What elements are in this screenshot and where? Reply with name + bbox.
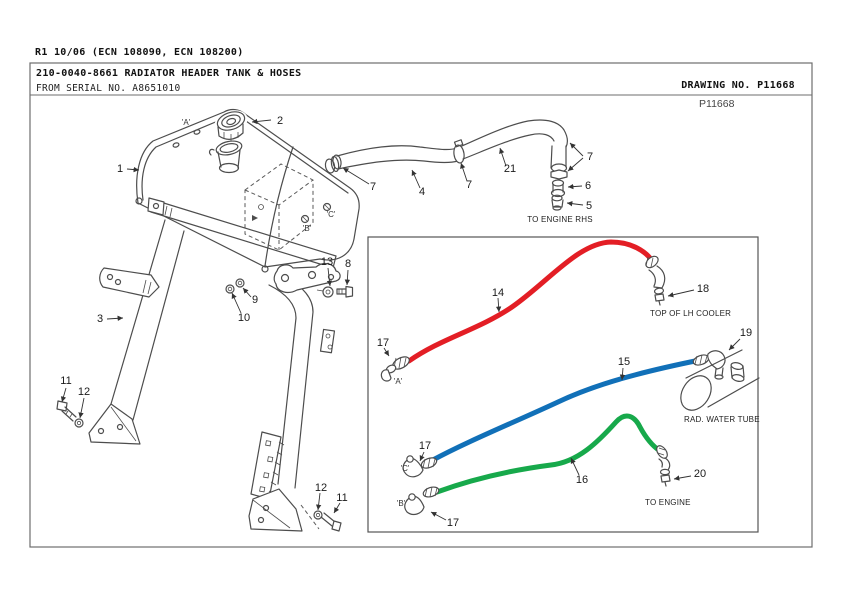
part-label-7c: 7 <box>587 151 593 163</box>
part-label-12b: 12 <box>315 482 327 494</box>
part-label-7b: 7 <box>466 179 472 191</box>
part-label-9: 9 <box>252 294 258 306</box>
part-label-18: 18 <box>697 283 709 295</box>
ref-label-a2: 'A' <box>394 377 403 386</box>
hose-16 <box>434 413 663 495</box>
hidden-baffle-box <box>244 163 314 251</box>
part-label-17b: 17 <box>419 440 431 452</box>
part-label-4: 4 <box>419 186 425 198</box>
part-label-5: 5 <box>586 200 592 212</box>
part-label-6: 6 <box>585 180 591 192</box>
part-label-1: 1 <box>117 163 123 175</box>
hose-assembly-upper <box>332 119 568 211</box>
bolt-8 <box>336 285 354 298</box>
page-title: 210-0040-8661 RADIATOR HEADER TANK & HOS… <box>36 68 302 79</box>
ref-label-c: 'C' <box>327 210 336 219</box>
fitting-18 <box>645 255 666 306</box>
ref-label-a: 'A' <box>182 118 191 127</box>
part-label-13: 13 <box>321 256 333 268</box>
part-label-2: 2 <box>277 115 283 127</box>
note-top-of-lh-cooler: TOP OF LH COOLER <box>650 309 731 318</box>
inset-panel <box>367 236 760 533</box>
drawing-number-small: P11668 <box>699 98 735 110</box>
part-label-11a: 11 <box>60 375 71 387</box>
drawing-number: DRAWING NO. P11668 <box>681 80 795 91</box>
fitting-17-b <box>404 486 440 516</box>
note-to-engine: TO ENGINE <box>645 498 691 507</box>
bolt-11-left <box>56 400 77 422</box>
rad-water-tube <box>680 349 760 411</box>
inset-box <box>367 236 759 533</box>
hose-14 <box>406 239 656 364</box>
hose-clamp-7 <box>453 139 465 164</box>
washer-12-left <box>74 418 84 428</box>
fitting-19 <box>692 350 726 380</box>
hose-15 <box>428 357 703 464</box>
part-label-21: 21 <box>504 163 516 175</box>
part-label-8: 8 <box>345 258 351 270</box>
washer-13 <box>316 286 334 298</box>
screw-c <box>322 202 332 212</box>
filler-neck <box>208 140 243 174</box>
part-label-17a: 17 <box>377 337 389 349</box>
sheet-border <box>29 62 813 548</box>
callout-labels: 1 2 'A' 'B' 'C' 7 4 7 21 7 6 5 TO ENGINE… <box>60 115 759 529</box>
leader-lines <box>60 118 741 521</box>
part-label-20: 20 <box>694 468 706 480</box>
fitting-17-a <box>380 356 410 382</box>
part-label-3: 3 <box>97 313 103 325</box>
washer-12-bottom <box>313 510 323 520</box>
engine-fitting-stack <box>550 145 568 211</box>
part-label-7a: 7 <box>370 181 376 193</box>
ref-label-b: 'B' <box>303 224 312 233</box>
fitting-17-c <box>402 455 438 478</box>
tank-outlet <box>324 155 340 174</box>
part-label-17c: 17 <box>447 517 459 529</box>
bolt-11-bottom <box>320 512 342 532</box>
part-label-19: 19 <box>740 327 752 339</box>
revision-line: R1 10/06 (ECN 108090, ECN 108200) <box>35 47 244 58</box>
part-label-10: 10 <box>238 312 250 324</box>
ref-label-c2: 'C' <box>401 464 410 473</box>
serial-note: FROM SERIAL NO. A8651010 <box>36 83 181 94</box>
washer-9 <box>235 278 245 288</box>
support-frame <box>56 197 354 532</box>
note-to-engine-rhs: TO ENGINE RHS <box>527 215 593 224</box>
header-tank <box>135 108 360 273</box>
filler-cap <box>214 110 248 141</box>
screw-b <box>300 214 310 224</box>
part-label-16: 16 <box>576 474 588 486</box>
part-label-12a: 12 <box>78 386 90 398</box>
washer-10 <box>225 284 235 294</box>
fitting-20 <box>656 445 671 487</box>
ref-label-b2: 'B' <box>397 499 406 508</box>
note-rad-water-tube: RAD. WATER TUBE <box>684 415 760 424</box>
part-label-14: 14 <box>492 287 504 299</box>
part-label-15: 15 <box>618 356 630 368</box>
part-label-11b: 11 <box>336 492 347 504</box>
